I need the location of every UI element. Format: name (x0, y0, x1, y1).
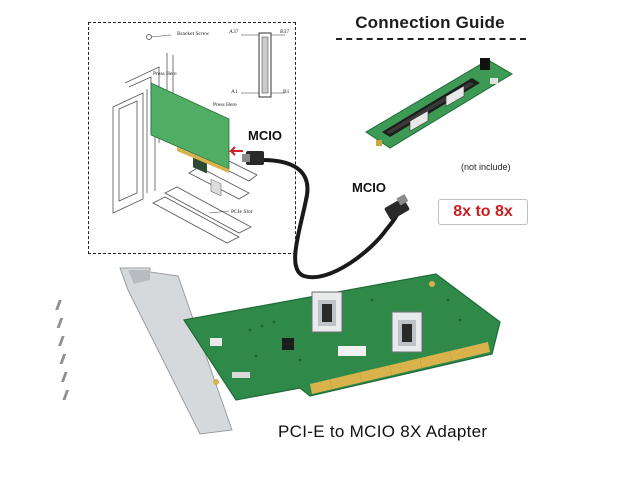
bracket-screw-label: Bracket Screw (177, 31, 210, 37)
installation-diagram: Bracket Screw Press Here Press Here PCIe… (88, 22, 296, 254)
press-here-label-2: Press Here (213, 102, 237, 108)
pcie-slot-label: PCIe Slot (231, 209, 253, 215)
mcio-connector-1 (311, 291, 343, 333)
lane-ratio-badge: 8x to 8x (438, 199, 528, 225)
pin-a37-label: A37 (229, 29, 239, 35)
pin-b37-label: B37 (280, 29, 290, 35)
mcio-connector-2 (391, 311, 423, 353)
mcio-label-top: MCIO (248, 128, 282, 143)
riser-board-image (365, 58, 513, 149)
product-caption: PCI-E to MCIO 8X Adapter (278, 422, 488, 441)
mcio-label-bottom: MCIO (352, 180, 386, 195)
pin-b1-label: B1 (283, 89, 290, 95)
press-here-label-1: Press Here (153, 71, 177, 77)
not-included-note: (not include) (461, 162, 511, 172)
title-underline (336, 38, 526, 40)
pin-a1-label: A1 (231, 89, 238, 95)
installation-drawing (112, 32, 285, 244)
connection-guide-title: Connection Guide (355, 13, 505, 32)
